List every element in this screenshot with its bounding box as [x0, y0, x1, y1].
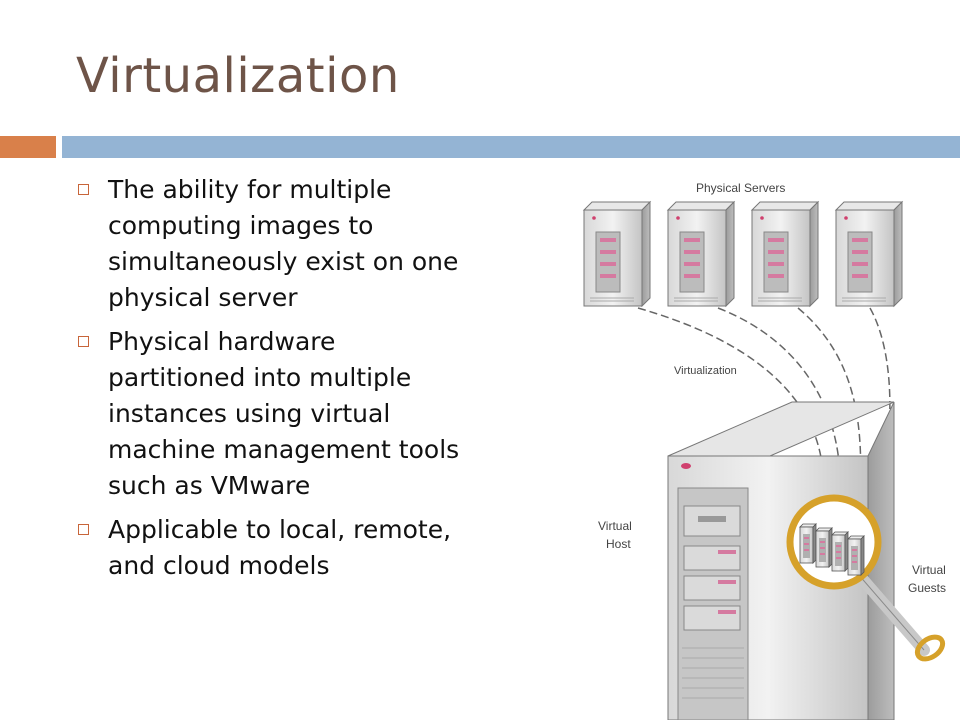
title-divider-bar — [62, 136, 960, 158]
physical-server-icon — [667, 201, 735, 307]
virtualization-diagram: Physical Servers Virtualization — [583, 181, 946, 720]
virtual-guests-label-line1: Virtual — [912, 563, 946, 577]
virtual-host-label-line2: Host — [606, 537, 631, 551]
slide-title: Virtualization — [76, 48, 400, 104]
bullet-text: Applicable to local, remote, and cloud m… — [108, 515, 452, 580]
physical-server-icon — [751, 201, 819, 307]
physical-server-icon — [583, 201, 651, 307]
square-bullet-icon — [78, 184, 89, 195]
title-accent-bar — [0, 136, 56, 158]
bullet-item: The ability for multiple computing image… — [76, 172, 476, 316]
bullet-text: Physical hardware partitioned into multi… — [108, 327, 460, 500]
virtual-host-label-line1: Virtual — [598, 519, 632, 533]
bullet-list: The ability for multiple computing image… — [76, 172, 476, 592]
physical-server-icon — [835, 201, 903, 307]
virtual-guests-label-line2: Guests — [908, 581, 946, 595]
bullet-text: The ability for multiple computing image… — [108, 175, 459, 312]
square-bullet-icon — [78, 336, 89, 347]
virtualization-label: Virtualization — [674, 365, 737, 377]
physical-servers-label: Physical Servers — [696, 181, 785, 195]
square-bullet-icon — [78, 524, 89, 535]
bullet-item: Physical hardware partitioned into multi… — [76, 324, 476, 504]
bullet-item: Applicable to local, remote, and cloud m… — [76, 512, 476, 584]
